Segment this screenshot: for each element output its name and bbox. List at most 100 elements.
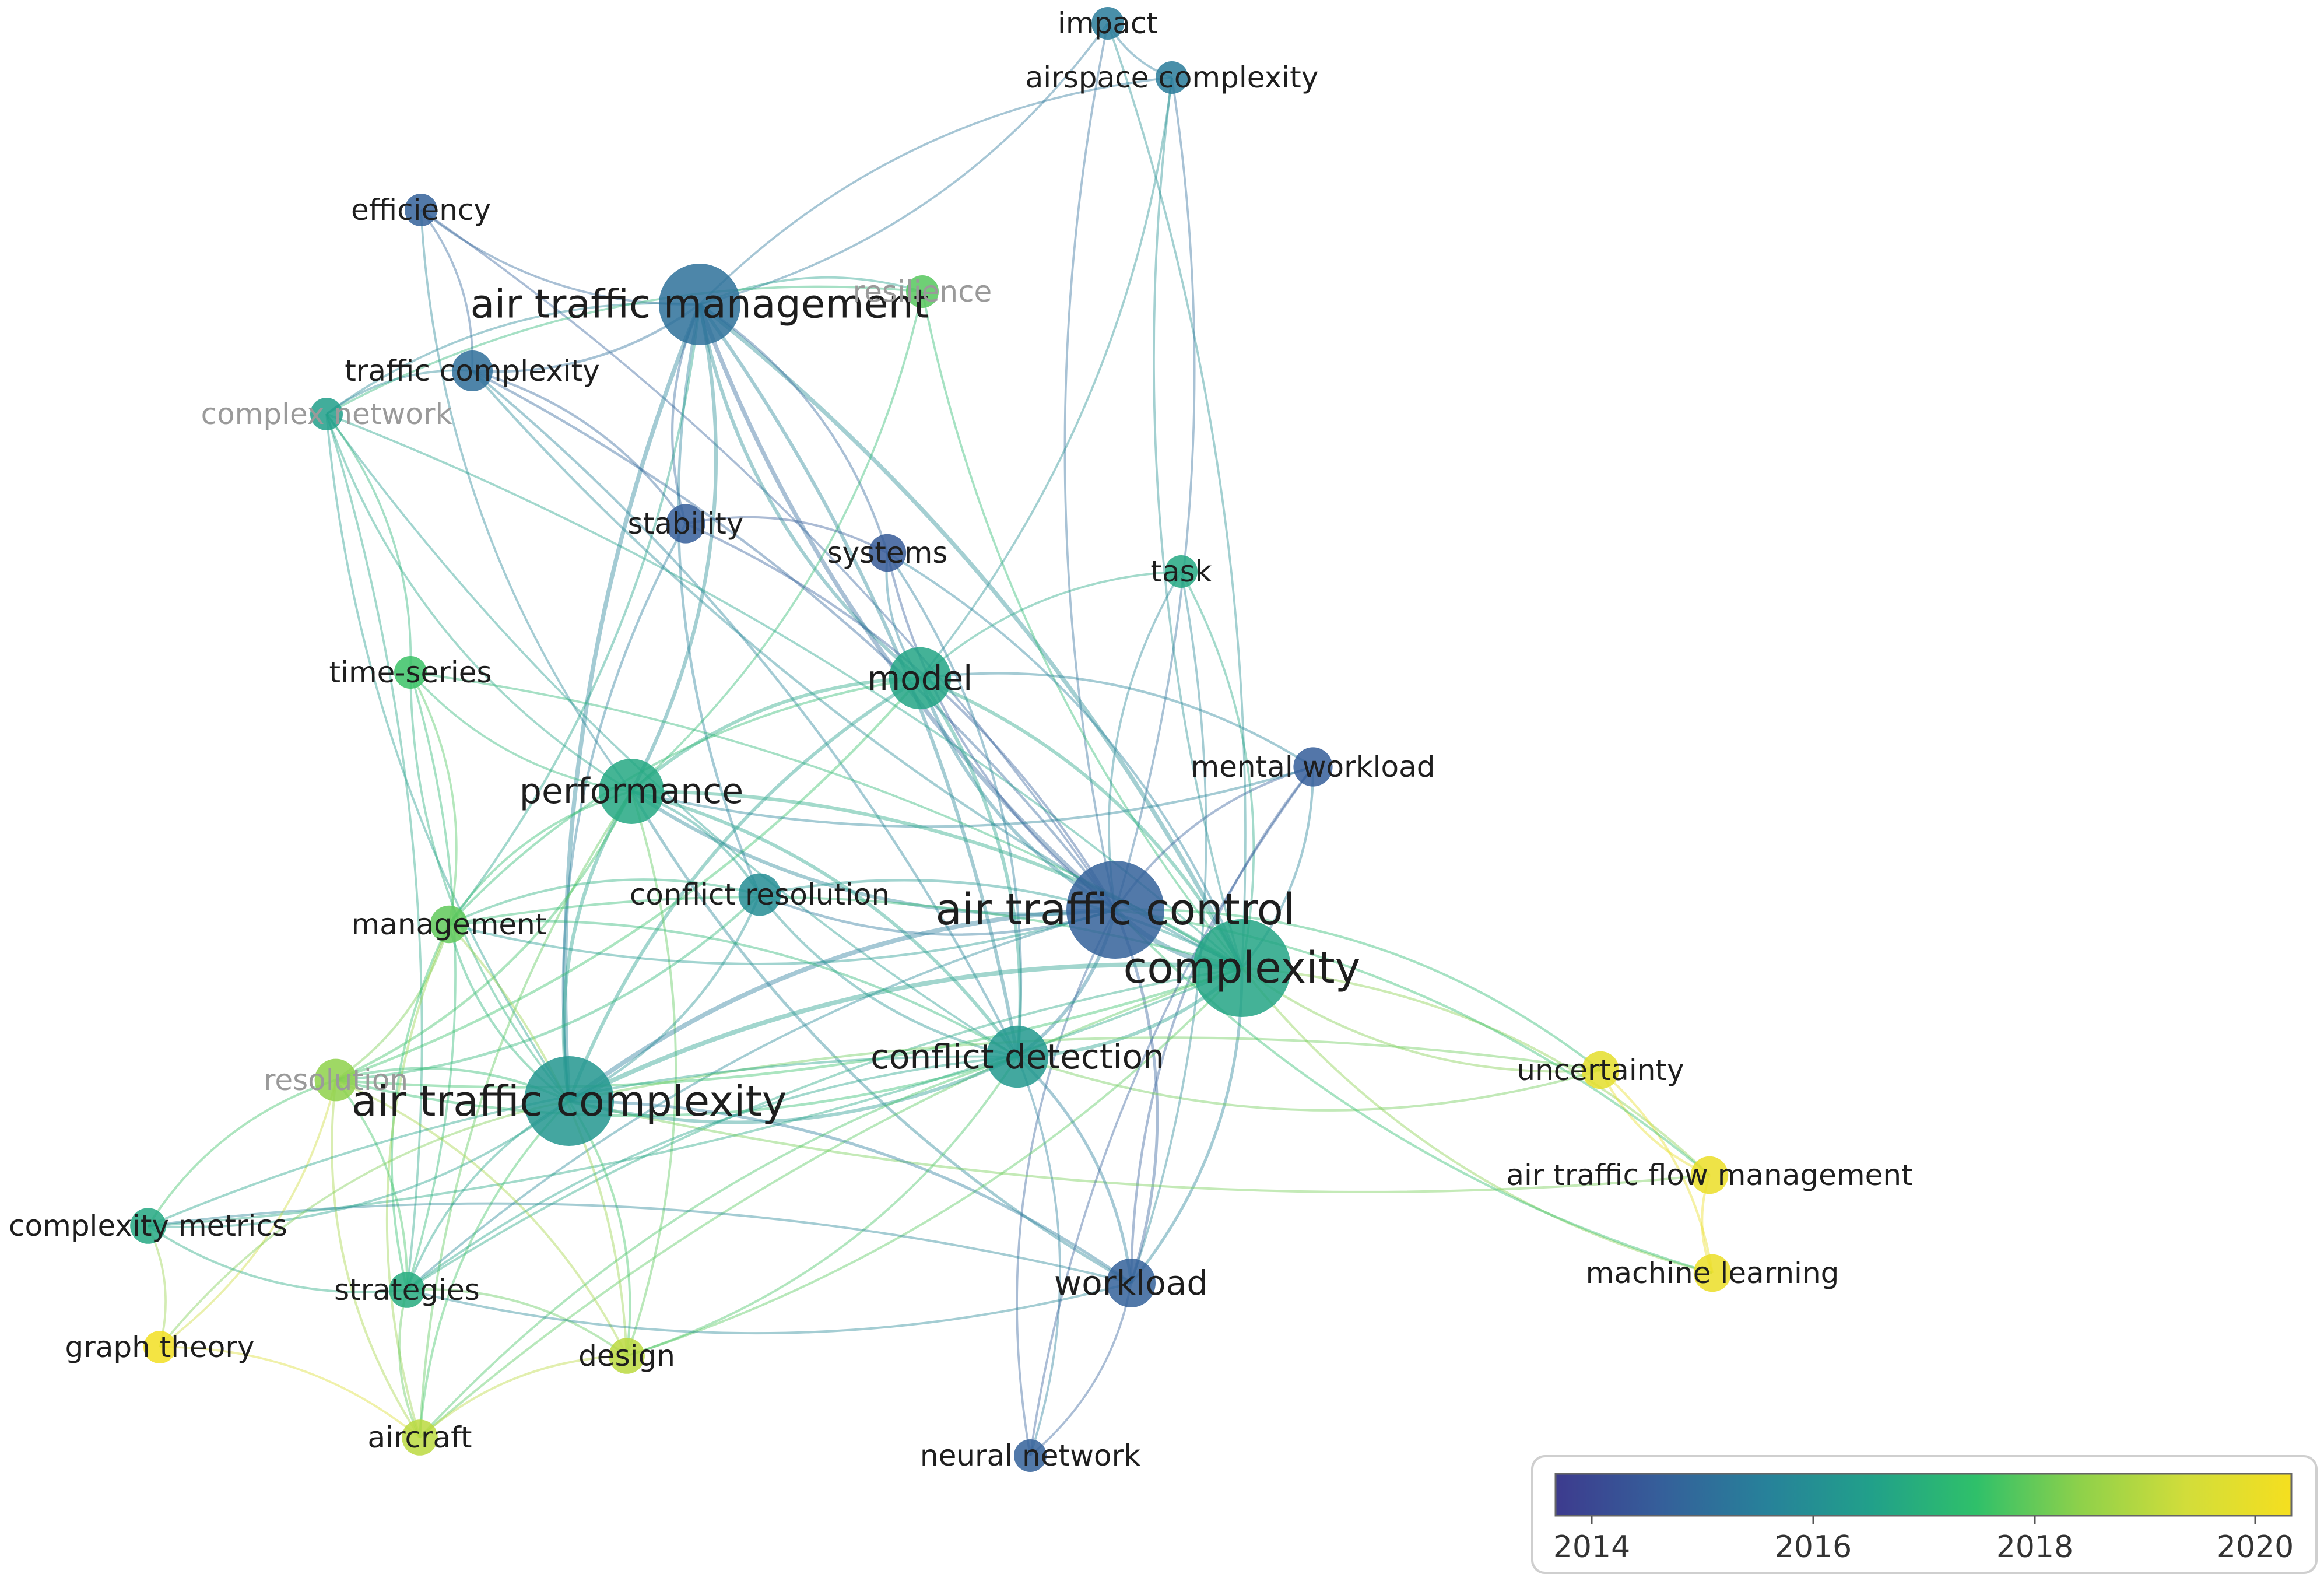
edge-model-complexity bbox=[919, 676, 1244, 969]
edge-impact-complexity bbox=[1107, 23, 1247, 969]
edge-resilience-performance bbox=[630, 291, 924, 793]
node-mental_workload[interactable] bbox=[1293, 747, 1333, 787]
node-resilience[interactable] bbox=[906, 275, 939, 308]
node-resolution[interactable] bbox=[314, 1058, 357, 1102]
edge-air_traffic_complexity-conflict_detection bbox=[568, 1055, 1019, 1124]
edge-conflict_detection-aircraft bbox=[419, 1056, 1018, 1439]
edge-complexity-air_traffic_complexity bbox=[568, 962, 1242, 1103]
edge-efficiency-traffic_complexity bbox=[420, 209, 474, 371]
node-label-neural_network[interactable]: neural network bbox=[920, 1439, 1140, 1473]
node-systems[interactable] bbox=[868, 534, 907, 572]
edge-air_traffic_management-conflict_resolution bbox=[677, 304, 761, 895]
edge-time_series-air_traffic_complexity bbox=[409, 672, 570, 1102]
node-label-systems[interactable]: systems bbox=[827, 536, 948, 570]
edge-mental_workload-performance bbox=[631, 766, 1314, 828]
node-air_traffic_management[interactable] bbox=[659, 264, 740, 345]
node-design[interactable] bbox=[609, 1338, 645, 1374]
node-label-machine_learning[interactable]: machine learning bbox=[1586, 1256, 1839, 1290]
node-label-model[interactable]: model bbox=[868, 658, 973, 698]
node-label-impact[interactable]: impact bbox=[1058, 6, 1158, 40]
node-air_traffic_complexity[interactable] bbox=[524, 1056, 614, 1146]
node-label-performance[interactable]: performance bbox=[519, 771, 743, 812]
node-label-complexity_metrics[interactable]: complexity metrics bbox=[9, 1209, 287, 1243]
node-neural_network[interactable] bbox=[1014, 1439, 1047, 1472]
edge-model-performance bbox=[630, 676, 921, 793]
node-label-uncertainty[interactable]: uncertainty bbox=[1516, 1053, 1684, 1087]
node-label-design[interactable]: design bbox=[578, 1339, 675, 1373]
edge-conflict_resolution-conflict_detection bbox=[759, 893, 1018, 1058]
node-efficiency[interactable] bbox=[405, 194, 437, 226]
node-label-air_traffic_management[interactable]: air traffic management bbox=[471, 282, 929, 328]
node-graph_theory[interactable] bbox=[143, 1331, 176, 1363]
node-label-stability[interactable]: stability bbox=[628, 507, 744, 541]
node-air_traffic_control[interactable] bbox=[1066, 861, 1164, 959]
edge-air_traffic_control-neural_network bbox=[1016, 909, 1117, 1456]
node-label-resilience[interactable]: resilience bbox=[853, 275, 992, 309]
edge-airspace_complexity-model bbox=[919, 77, 1173, 679]
edge-conflict_detection-strategies bbox=[406, 1056, 1018, 1291]
node-label-mental_workload[interactable]: mental workload bbox=[1191, 750, 1435, 784]
node-model[interactable] bbox=[889, 647, 952, 710]
node-stability[interactable] bbox=[666, 504, 705, 544]
node-label-complexity[interactable]: complexity bbox=[1124, 943, 1361, 993]
legend-tick-2016: 2016 bbox=[1775, 1516, 1852, 1565]
node-conflict_detection[interactable] bbox=[986, 1025, 1049, 1088]
node-complexity_metrics[interactable] bbox=[130, 1208, 166, 1244]
node-label-graph_theory[interactable]: graph theory bbox=[65, 1330, 254, 1364]
edge-graph_theory-aircraft bbox=[159, 1346, 421, 1439]
edge-management-time_series bbox=[409, 672, 458, 925]
node-complexity[interactable] bbox=[1193, 919, 1291, 1017]
edge-air_traffic_flow_management-air_traffic_complexity bbox=[568, 1100, 1710, 1193]
edge-model-management bbox=[448, 676, 921, 926]
edge-systems-complexity bbox=[886, 552, 1243, 969]
node-label-workload[interactable]: workload bbox=[1054, 1263, 1208, 1303]
node-time_series[interactable] bbox=[394, 656, 427, 689]
node-label-air_traffic_control[interactable]: air traffic control bbox=[936, 885, 1296, 935]
node-label-air_traffic_flow_management[interactable]: air traffic flow management bbox=[1506, 1158, 1912, 1192]
node-label-conflict_resolution[interactable]: conflict resolution bbox=[630, 878, 890, 912]
node-label-management[interactable]: management bbox=[352, 907, 547, 941]
node-label-task[interactable]: task bbox=[1150, 555, 1212, 588]
node-air_traffic_flow_management[interactable] bbox=[1690, 1156, 1729, 1194]
node-label-strategies[interactable]: strategies bbox=[334, 1273, 480, 1307]
edge-complexity_metrics-graph_theory bbox=[147, 1225, 167, 1348]
node-label-conflict_detection[interactable]: conflict detection bbox=[870, 1037, 1164, 1077]
edge-design-aircraft bbox=[419, 1355, 627, 1439]
legend-tick-label: 2018 bbox=[1996, 1530, 2073, 1565]
edge-efficiency-performance bbox=[420, 209, 633, 793]
node-performance[interactable] bbox=[599, 759, 664, 824]
edge-resolution-conflict_detection bbox=[335, 1055, 1018, 1117]
edge-air_traffic_complexity-graph_theory bbox=[159, 1100, 570, 1348]
edge-impact-air_traffic_control bbox=[1063, 23, 1117, 910]
edge-air_traffic_management-performance bbox=[630, 304, 718, 793]
edge-complexity-strategies bbox=[406, 967, 1242, 1291]
node-label-traffic_complexity[interactable]: traffic complexity bbox=[345, 354, 600, 388]
edge-air_traffic_control-uncertainty bbox=[1115, 908, 1602, 1071]
node-conflict_resolution[interactable] bbox=[738, 873, 781, 916]
node-label-complex_network[interactable]: complex network bbox=[201, 397, 452, 431]
node-airspace_complexity[interactable] bbox=[1156, 61, 1188, 94]
node-machine_learning[interactable] bbox=[1693, 1254, 1732, 1292]
edge-air_traffic_management-management bbox=[448, 304, 701, 926]
edge-performance-workload bbox=[630, 790, 1132, 1285]
node-impact[interactable] bbox=[1091, 7, 1124, 40]
node-strategies[interactable] bbox=[389, 1272, 425, 1308]
node-task[interactable] bbox=[1165, 555, 1198, 588]
node-label-resolution[interactable]: resolution bbox=[264, 1063, 408, 1097]
node-label-air_traffic_complexity[interactable]: air traffic complexity bbox=[352, 1077, 787, 1126]
edge-air_traffic_management-complexity bbox=[698, 303, 1244, 969]
node-label-time_series[interactable]: time-series bbox=[329, 655, 492, 689]
edge-time_series-strategies bbox=[406, 672, 457, 1291]
node-complex_network[interactable] bbox=[310, 398, 343, 430]
node-management[interactable] bbox=[430, 905, 468, 944]
edge-resolution-graph_theory bbox=[159, 1079, 337, 1348]
node-traffic_complexity[interactable] bbox=[452, 350, 493, 391]
edge-task-model bbox=[919, 570, 1182, 679]
node-label-efficiency[interactable]: efficiency bbox=[351, 193, 491, 227]
node-aircraft[interactable] bbox=[402, 1419, 438, 1456]
edge-air_traffic_complexity-complexity_metrics bbox=[148, 1100, 570, 1228]
node-workload[interactable] bbox=[1107, 1259, 1156, 1307]
node-uncertainty[interactable] bbox=[1581, 1051, 1620, 1089]
node-label-airspace_complexity[interactable]: airspace complexity bbox=[1026, 61, 1319, 94]
node-label-aircraft[interactable]: aircraft bbox=[367, 1421, 472, 1454]
